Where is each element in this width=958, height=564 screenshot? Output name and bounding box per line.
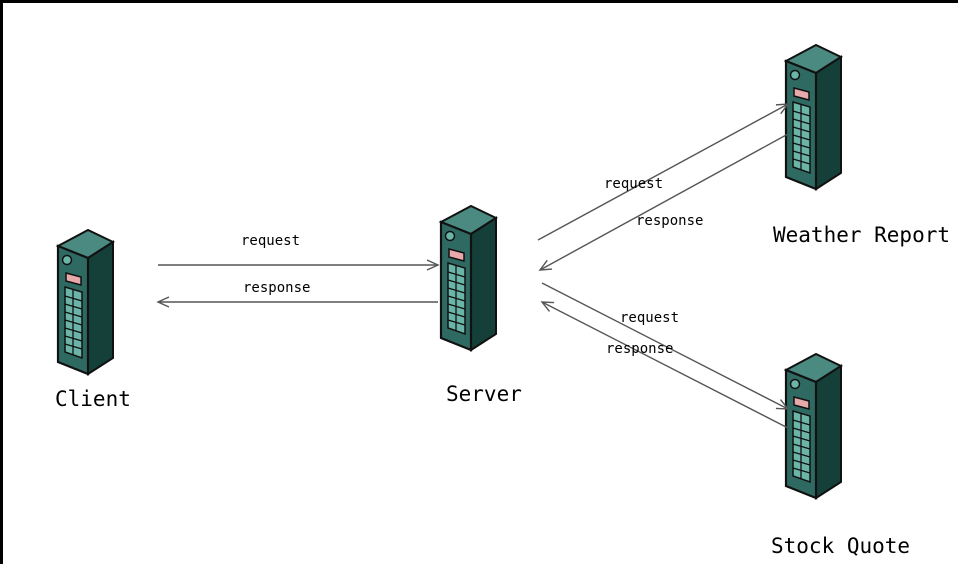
client-request-label: request — [241, 233, 301, 249]
server-weather-response-arrow — [538, 133, 789, 271]
server-stock-request-arrow — [541, 282, 790, 410]
stock-request-label: request — [620, 310, 680, 326]
server-weather-request-arrow — [537, 103, 790, 241]
server-label: Server — [446, 382, 522, 406]
stock-response-label: response — [606, 341, 674, 357]
weather-report-label: Weather Report — [773, 223, 951, 247]
server-tower-icon — [439, 204, 498, 352]
client-server-icon — [56, 228, 115, 376]
client-label: Client — [55, 387, 131, 411]
weather-request-label: request — [604, 176, 664, 192]
server-stock-response-arrow — [540, 301, 789, 429]
weather-server-icon — [784, 43, 843, 191]
stock-server-icon — [784, 352, 843, 500]
stock-quote-label: Stock Quote — [771, 534, 911, 558]
client-response-label: response — [243, 280, 311, 296]
weather-response-label: response — [636, 213, 704, 229]
